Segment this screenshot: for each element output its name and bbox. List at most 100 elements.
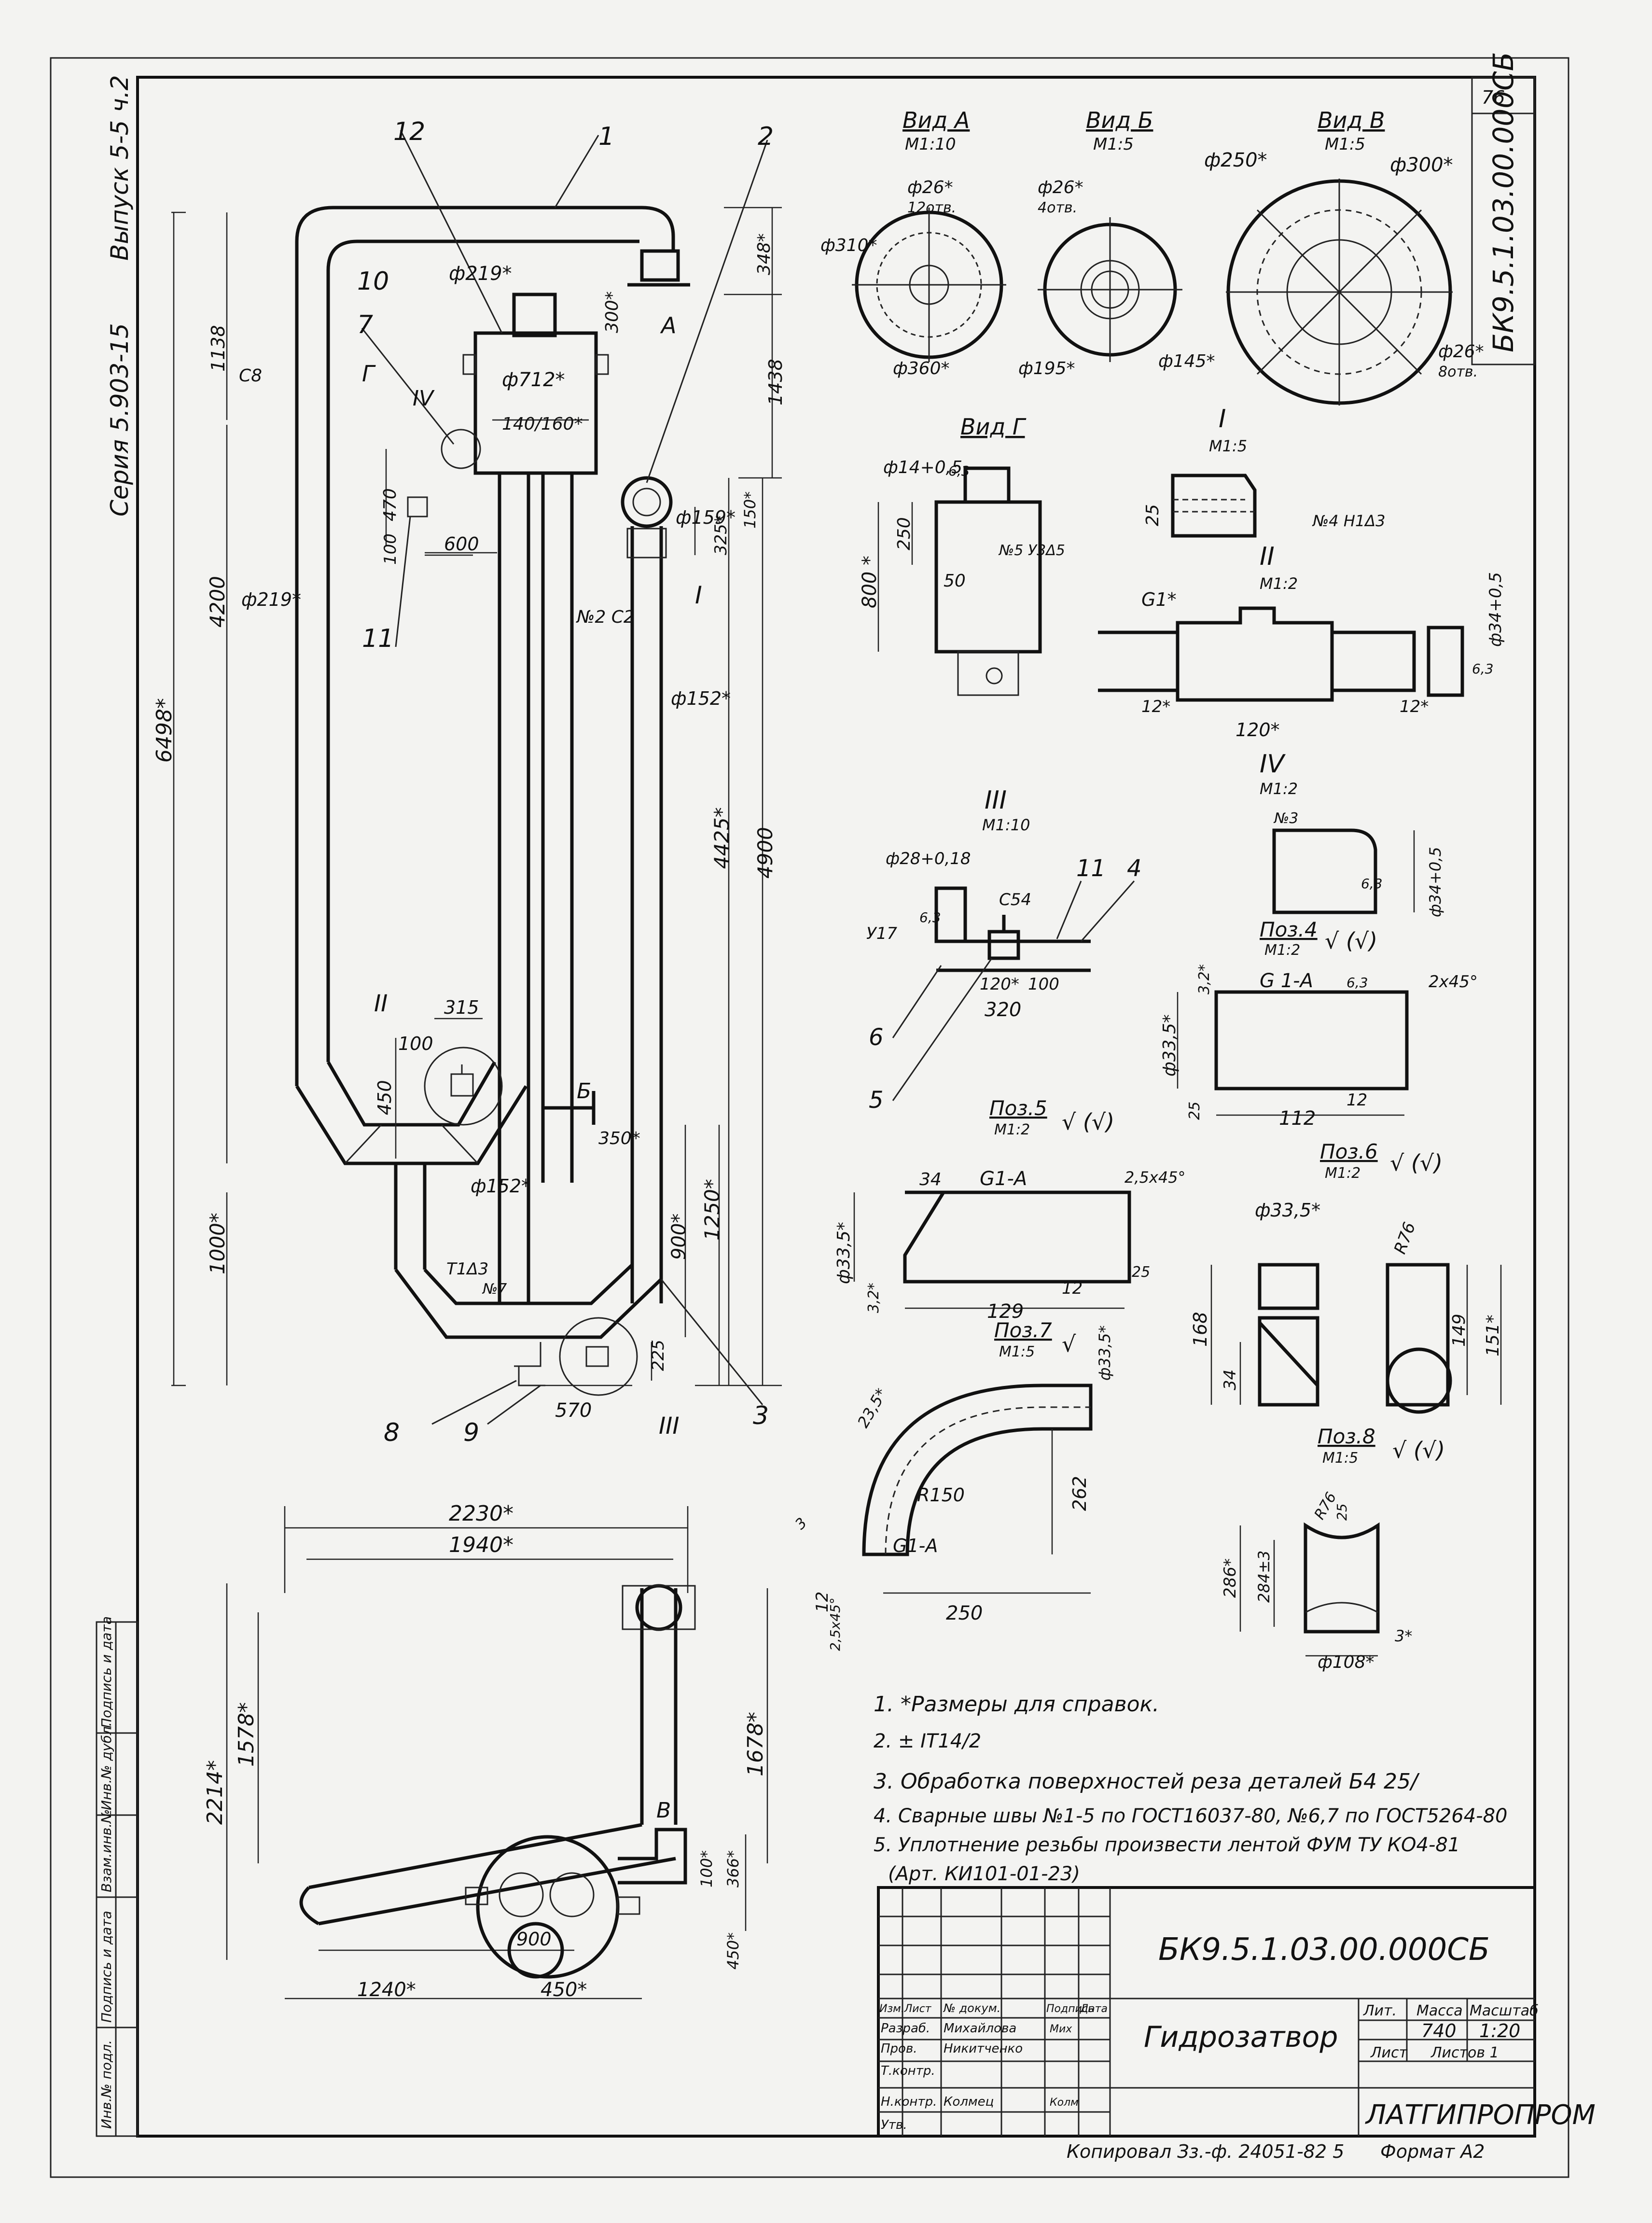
- pos8-dim-3: 3*: [1395, 1627, 1412, 1645]
- detail-4: IV М1:2 №3 ф34+0,5 6,3: [1260, 750, 1444, 917]
- tb-row0-sign: Подпись: [1046, 2003, 1094, 2015]
- pos-7-detail: Поз.7 М1:5 √ ф33,5* 23,5* R150 G1-A 262 …: [792, 1318, 1114, 1651]
- dim-d900: 900*: [668, 1214, 690, 1260]
- pos7-thread: G1-A: [893, 1535, 938, 1556]
- pos5-dim-34: 34: [919, 1170, 942, 1189]
- tb-designation: БК9.5.1.03.00.000СБ: [1158, 1932, 1490, 1968]
- pos7-chamfer: 2,5х45°: [827, 1597, 843, 1651]
- dim-d4900: 4900: [753, 827, 777, 879]
- dim-d348: 348*: [754, 233, 774, 275]
- view-v-d-holes: ф26*: [1438, 342, 1484, 362]
- view-a-title: Вид А: [902, 107, 970, 133]
- note-6: (Арт. КИ101-01-23): [888, 1863, 1080, 1885]
- pos4-d: ф33,5*: [1160, 1014, 1180, 1077]
- detail-3: III М1:10 ф28+0,18 С54 У17 6,3 120* 100 …: [866, 786, 1142, 1114]
- side-stamp-5: Подпись и дата: [98, 1616, 114, 1728]
- view-v-title: Вид В: [1318, 107, 1385, 133]
- dim-d4200: 4200: [206, 576, 229, 628]
- detail-3-d: ф28+0,18: [886, 849, 971, 868]
- tb-row0-date: Дата: [1080, 2003, 1108, 2015]
- detail-3-pos-11: 11: [1076, 855, 1106, 882]
- designation-vertical-box: [1471, 112, 1536, 365]
- note-4: 4. Сварные швы №1-5 по ГОСТ16037-80, №6,…: [874, 1805, 1507, 1827]
- dim-d570: 570: [555, 1399, 592, 1422]
- detail-1-scale: М1:5: [1209, 437, 1247, 455]
- pos7-dim-250: 250: [946, 1602, 983, 1624]
- view-g-dim-800: 800 *: [859, 556, 881, 608]
- detail-2-title: II: [1260, 542, 1275, 571]
- footer-format: Формат А2: [1380, 2141, 1485, 2162]
- detail-1-weld: №4 Н1Δ3: [1312, 512, 1385, 530]
- pos-1: 1: [598, 122, 614, 151]
- detail-2-dim-12a: 12*: [1141, 697, 1170, 716]
- dim-d4425: 4425*: [710, 807, 734, 869]
- view-g: Вид Г ф14+0,5 6,3 250 800 * 50 №5 У3Δ5: [859, 414, 1065, 696]
- pos8-title: Поз.8: [1318, 1425, 1375, 1448]
- footer-copy: Копировал Зз.-ф. 24051-82 5: [1067, 2141, 1344, 2162]
- pos5-chamfer: 2,5х45°: [1124, 1168, 1186, 1187]
- pos8-mark: √ (√): [1392, 1437, 1445, 1463]
- tb-row2-role: Пров.: [881, 2041, 917, 2056]
- pos-11: 11: [362, 624, 394, 653]
- view-a-scale: М1:10: [905, 135, 956, 154]
- pos4-mark: √ (√): [1325, 928, 1377, 954]
- pos-7: 7: [357, 310, 373, 339]
- detail-1: I М1:5 25 №4 Н1Δ3: [1143, 405, 1385, 538]
- letter-a: А: [660, 312, 676, 338]
- inner-frame: [136, 76, 1536, 2138]
- sheet-number: 76: [1482, 87, 1505, 108]
- title-block: БК9.5.1.03.00.000СБ Гидрозатвор Лит. Мас…: [877, 1886, 1596, 2138]
- view-g-dim-50: 50: [944, 571, 966, 591]
- pos4-dim-12: 12: [1347, 1091, 1367, 1110]
- pos6-d: ф33,5*: [1255, 1200, 1320, 1221]
- pos-4-detail: Поз.4 М1:2 √ (√) G 1-A 2х45° 6,3 3,2* ф3…: [1160, 918, 1478, 1130]
- plan-dim-450: 450*: [724, 1932, 742, 1970]
- tb-mass: 740: [1421, 2020, 1457, 2041]
- main-view: 1 12 2 10 7 11 3 8 9 А Г IV I II Б III ф…: [152, 117, 786, 1447]
- detail-3-title: III: [985, 786, 1007, 815]
- pos6-dim-34: 34: [1221, 1370, 1240, 1390]
- dim-c8: С8: [239, 366, 262, 386]
- plan-dim-100: 100*: [697, 1850, 716, 1887]
- detail-3-rough: 6,3: [919, 909, 941, 925]
- pos8-d: ф108*: [1318, 1652, 1374, 1672]
- pos4-dim-112: 112: [1279, 1107, 1316, 1130]
- detail-1-title: I: [1219, 405, 1226, 433]
- detail-3-pos-5: 5: [869, 1087, 884, 1114]
- view-b: Вид Б М1:5 ф26* 4отв. ф195* ф145*: [1018, 107, 1215, 378]
- pos-8: 8: [384, 1418, 400, 1447]
- detail-2-scale: М1:2: [1260, 574, 1298, 593]
- view-a: Вид А М1:10 ф26* 12отв. ф310* ф360*: [820, 107, 1006, 378]
- view-g-dim-hole: ф14+0,5: [883, 458, 962, 477]
- plan-view: 2230* 1940* 2214* 1578* 1678* В 100* 366…: [203, 1501, 768, 2001]
- pos8-dim-286: 286*: [1221, 1558, 1240, 1598]
- pos4-chamfer: 2х45°: [1429, 972, 1478, 992]
- tb-row5-sign: Колм: [1050, 2097, 1079, 2109]
- plan-letter-v: В: [656, 1798, 671, 1823]
- pos4-title: Поз.4: [1260, 918, 1318, 941]
- plan-dim-1678: 1678*: [743, 1712, 768, 1776]
- detail-4-d: ф34+0,5: [1426, 847, 1444, 917]
- dim-weld-no7: №7: [482, 1281, 507, 1298]
- dim-d100b: 100: [398, 1033, 433, 1054]
- tb-col-lit: Лит.: [1363, 2002, 1397, 2019]
- tb-sheet: Лист: [1370, 2044, 1408, 2061]
- dim-d219-left: ф219*: [241, 589, 301, 610]
- view-a-holes: 12отв.: [907, 199, 956, 216]
- view-b-title: Вид Б: [1086, 107, 1153, 133]
- pos8-scale: М1:5: [1322, 1450, 1358, 1467]
- view-a-d-holes: ф26*: [907, 178, 953, 197]
- note-3: 3. Обработка поверхностей реза деталей Б…: [874, 1769, 1420, 1794]
- plan-dim-2214: 2214*: [203, 1760, 227, 1825]
- dim-d152-a: ф152*: [671, 688, 731, 709]
- pos5-dim-12: 12: [1062, 1279, 1083, 1298]
- dim-d219-top: ф219*: [449, 263, 512, 285]
- pos7-dim-12: 12: [813, 1592, 832, 1612]
- pos8-dim-284: 284±3: [1255, 1551, 1273, 1603]
- dim-d225: 225: [649, 1340, 668, 1371]
- dim-d300: 300*: [602, 291, 622, 333]
- tb-row2-name: Никитченко: [944, 2041, 1023, 2056]
- detail-3-pos-4: 4: [1127, 855, 1142, 882]
- pos5-thread: G1-A: [980, 1168, 1027, 1190]
